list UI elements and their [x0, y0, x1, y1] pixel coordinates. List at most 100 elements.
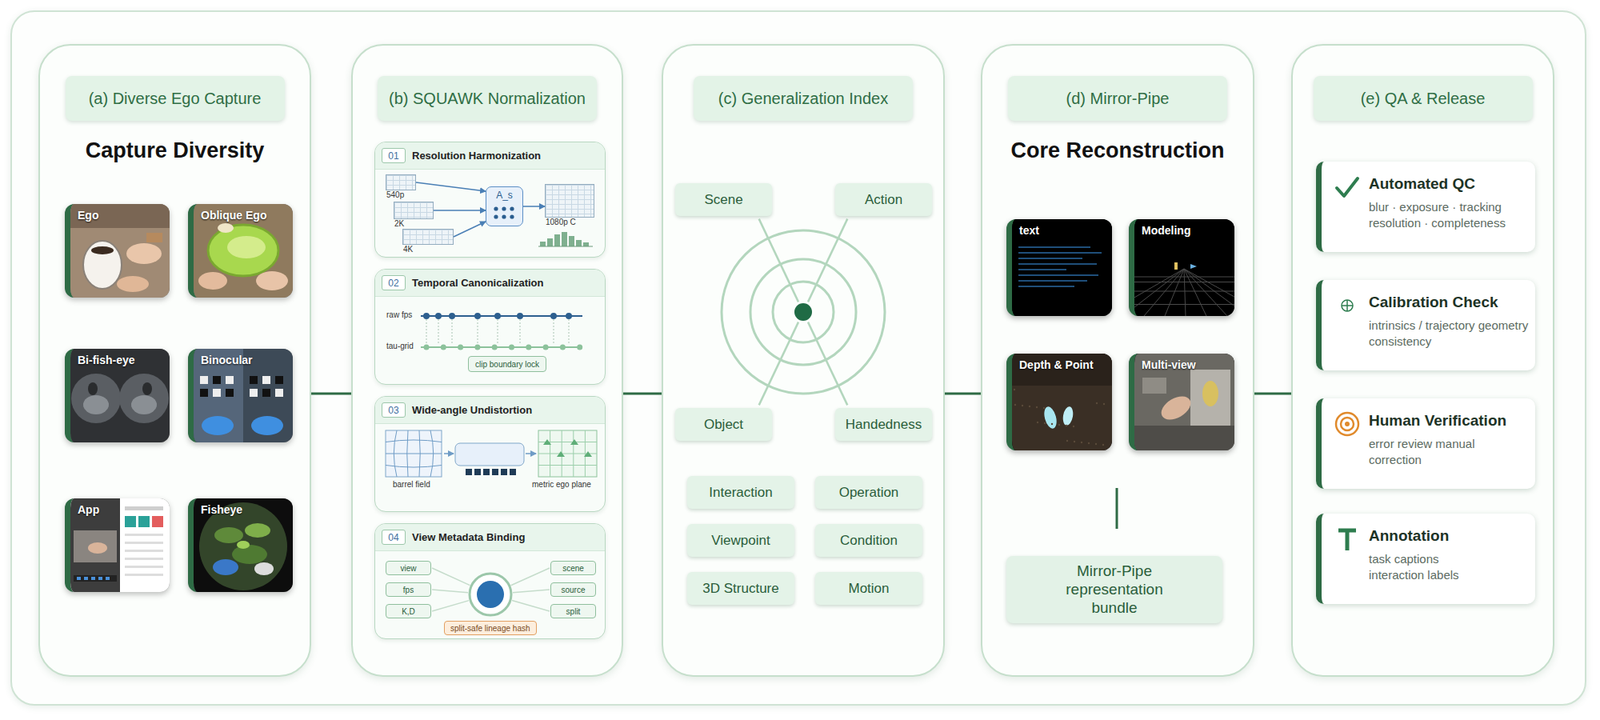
drawing: [493, 214, 498, 219]
panel-header: (b) SQUAWK Normalization: [377, 76, 597, 121]
tile-label: Bi-fish-eye: [77, 353, 136, 367]
illustration: [1331, 523, 1364, 556]
panel-header: (a) Diverse Ego Capture: [65, 76, 285, 121]
illustration: [1331, 171, 1364, 204]
card-title: Calibration Check: [1368, 293, 1529, 312]
tile-label: Oblique Ego: [200, 208, 267, 222]
drawing: [83, 240, 122, 289]
drawing: [547, 238, 553, 247]
drawing: [385, 453, 442, 455]
drawing: [71, 373, 121, 424]
pill-label: clip boundary lock: [475, 360, 540, 369]
drawing: [124, 565, 164, 568]
drawing: [1184, 268, 1186, 316]
drawing: [1190, 264, 1197, 269]
drawing: [200, 388, 208, 397]
drawing: [477, 319, 479, 344]
drawing: [432, 589, 468, 593]
drawing: [73, 530, 117, 563]
reconstruction-tile: text: [1006, 219, 1112, 316]
drawing: [520, 319, 521, 344]
axis-label: barrel field: [392, 480, 431, 489]
drawing: [560, 344, 566, 351]
drawing: [550, 312, 557, 320]
tile-label: Ego: [77, 208, 99, 222]
drawing: [1018, 252, 1102, 254]
lock-box: clip boundary lock: [468, 356, 547, 372]
drawing: [142, 382, 152, 396]
drawing: [1080, 441, 1083, 444]
drawing: [1134, 304, 1235, 305]
step-number: 01: [381, 148, 406, 164]
drawing: [70, 348, 170, 443]
drawing: [576, 344, 583, 351]
resolution-thumb: 2K: [393, 201, 434, 220]
drawing: [1018, 274, 1099, 276]
drawing: [138, 516, 150, 528]
thumb-label: 1080p C: [545, 217, 576, 227]
output-grid: 1080p C: [544, 184, 595, 218]
capture-tile: Oblique Ego: [188, 204, 293, 298]
drawing: [1128, 268, 1184, 316]
drawing: [440, 344, 447, 351]
step-number: 03: [381, 402, 406, 418]
drawing: [432, 568, 470, 586]
drawing: [199, 502, 288, 591]
drawing: [152, 516, 164, 528]
drawing: [76, 576, 81, 580]
drawing: [1036, 421, 1039, 424]
box-label: Object: [704, 416, 744, 433]
drawing: [1058, 424, 1060, 426]
drawing: [217, 223, 234, 233]
drawing: [576, 240, 582, 247]
drawing: [236, 540, 250, 549]
drawing: [512, 600, 550, 612]
hash-pill: split-safe lineage hash: [444, 620, 537, 636]
index-box: Viewpoint: [687, 524, 795, 557]
drawing: [500, 468, 508, 476]
resolution-thumb: 540p: [385, 174, 416, 191]
drawing: [474, 312, 481, 320]
drawing: [509, 206, 514, 211]
pill-label: scene: [562, 564, 584, 573]
drawing: [124, 557, 164, 560]
drawing: [1344, 421, 1350, 427]
index-box: Motion: [815, 572, 923, 605]
drawing: [385, 430, 442, 477]
drawing: [1157, 392, 1196, 425]
drawing: [105, 576, 110, 580]
drawing: [509, 214, 514, 219]
stage-panel: (a) Diverse Ego CaptureCapture Diversity…: [38, 44, 312, 677]
drawing: [501, 214, 506, 219]
index-box: Handedness: [835, 408, 932, 441]
capture-tile: Bi-fish-eye: [64, 348, 170, 443]
connector: [623, 392, 662, 396]
index-box: Object: [675, 408, 772, 441]
connector: [944, 392, 981, 396]
drawing: [116, 276, 149, 292]
stage-panel: (d) Mirror-PipeCore ReconstructiontextMo…: [980, 44, 1255, 677]
drawing: [1095, 443, 1097, 445]
drawing: [212, 559, 239, 576]
drawing: [1072, 425, 1075, 428]
index-box: Action: [835, 183, 932, 216]
drawing: [1018, 268, 1067, 271]
tile-label: Modeling: [1141, 224, 1191, 237]
reconstruction-tile: Depth & Point: [1006, 353, 1112, 451]
tile-label: Binocular: [200, 353, 253, 367]
drawing: [385, 465, 442, 468]
drawing: [146, 232, 163, 243]
axis-label: tau-grid: [386, 341, 414, 351]
pill-label: source: [560, 585, 585, 595]
drawing: [249, 388, 258, 397]
drawing: [1014, 404, 1016, 406]
pill-label: fps: [403, 585, 414, 595]
drawing: [88, 542, 108, 554]
drawing: [1164, 268, 1184, 316]
drawing: [1184, 268, 1228, 316]
stage-panel: (c) Generalization IndexSceneActionObjec…: [661, 44, 945, 677]
drawing: [262, 388, 271, 397]
drawing: [1134, 353, 1235, 451]
drawing: [512, 589, 550, 593]
drawing: [1073, 440, 1076, 443]
